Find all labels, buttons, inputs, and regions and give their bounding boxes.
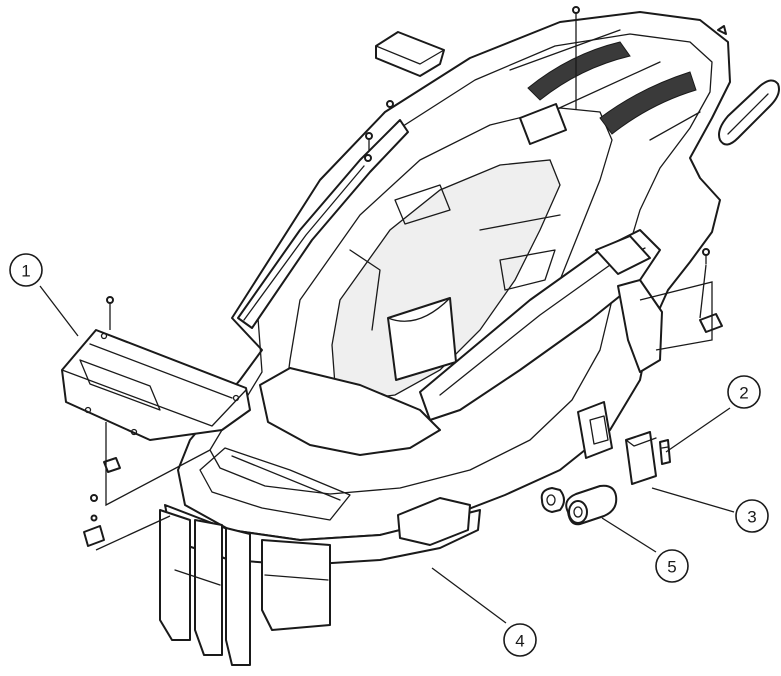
leader-lines [39,285,735,624]
leader-1 [39,285,79,337]
screw-right [702,248,710,256]
oval-grommet [718,79,780,146]
screw-left [364,132,373,162]
callout-4: 4 [503,623,537,657]
clip-right [699,313,723,333]
part-2-clip [659,439,671,465]
callout-1-label: 1 [21,262,30,281]
screw-tail [717,25,727,35]
part-3-bracket [577,401,657,485]
leader-4 [431,567,507,624]
callout-2: 2 [727,375,761,409]
storage-compartment-body [159,11,731,666]
leader-5 [601,517,657,553]
callout-1: 1 [9,253,43,287]
part-1-cover [61,296,251,551]
callout-3-label: 3 [747,508,756,527]
leader-2 [665,407,731,453]
nut-small [386,100,394,108]
callout-5: 5 [655,549,689,583]
part-5-socket [540,484,618,526]
detached-small-parts [364,6,780,351]
callout-5-label: 5 [667,558,676,577]
callout-2-label: 2 [739,384,748,403]
callout-3: 3 [735,499,769,533]
callout-4-label: 4 [515,632,524,651]
screw-top [572,6,580,110]
leader-3 [651,487,735,513]
